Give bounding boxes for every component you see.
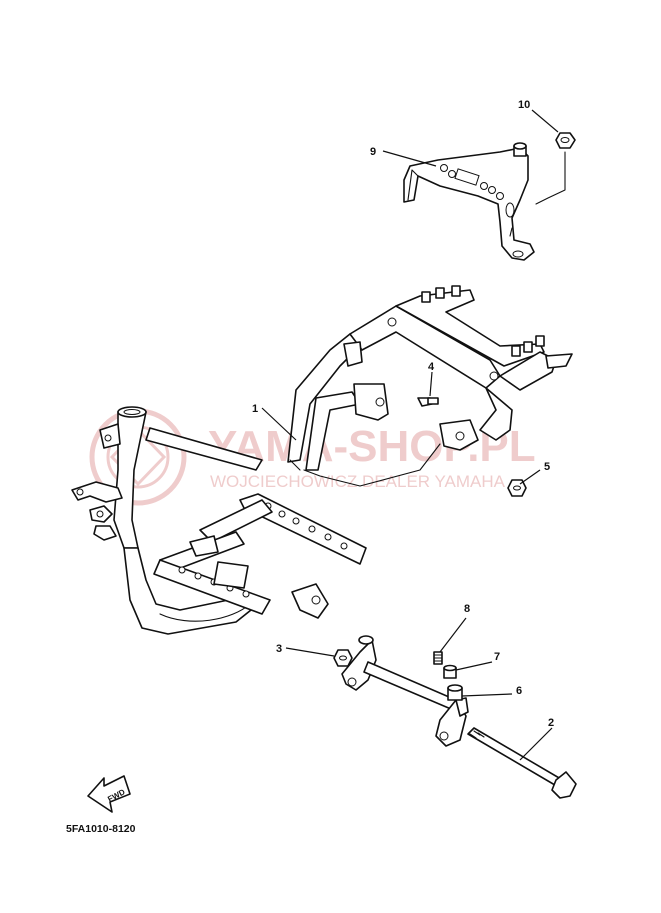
callout-2: 2 [548, 717, 554, 729]
frame-rear-studs [421, 285, 545, 357]
callout-8: 8 [464, 603, 470, 615]
part-6-collar [447, 684, 463, 701]
callout-9: 9 [370, 146, 376, 158]
engine-mount-link [341, 635, 469, 747]
callout-6: 6 [516, 685, 522, 697]
fwd-arrow-icon: FWD [87, 775, 131, 813]
leader-lines [261, 109, 559, 761]
callout-7: 7 [494, 651, 500, 663]
part-4-bolt [417, 397, 439, 407]
callout-4: 4 [428, 361, 435, 373]
callout-5: 5 [544, 461, 550, 473]
part-3-nut [333, 649, 353, 667]
callout-10: 10 [518, 99, 530, 111]
part-7-bush [443, 664, 457, 679]
watermark-subtitle: WOJCIECHOWICZ DEALER YAMAHA [210, 472, 506, 491]
callout-1: 1 [252, 403, 258, 415]
part-8-pin [433, 651, 443, 665]
callout-3: 3 [276, 643, 282, 655]
leader-10-9 [535, 151, 566, 205]
part-1-frame [71, 285, 573, 635]
part-10-nut [555, 132, 576, 149]
part-9-bracket [403, 142, 535, 261]
part-5-nut [507, 479, 527, 497]
diagram-code: 5FA1010-8120 [66, 823, 136, 835]
part-2-long-bolt [467, 727, 577, 799]
